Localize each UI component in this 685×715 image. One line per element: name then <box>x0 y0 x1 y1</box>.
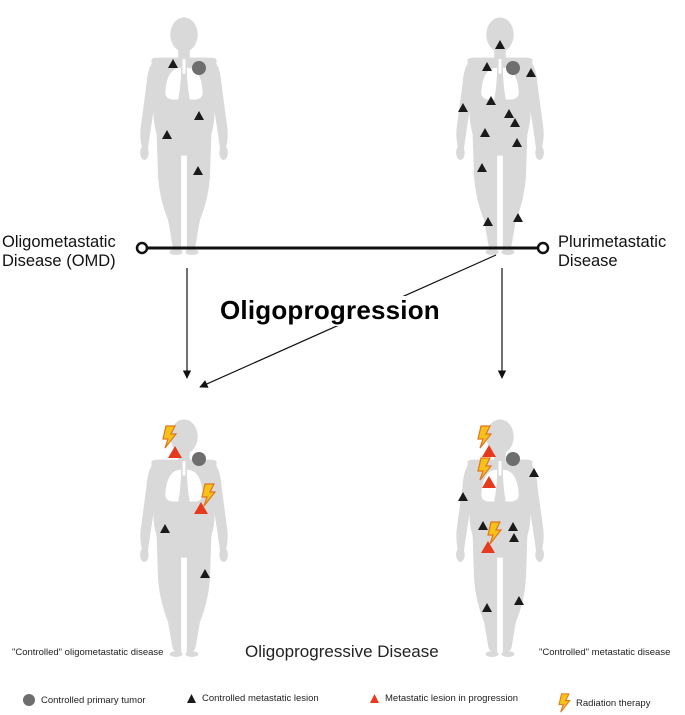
label-oligoprogressive: Oligoprogressive Disease <box>245 642 439 661</box>
controlled-lesion-icon <box>514 596 524 605</box>
controlled-lesion-icon <box>477 163 487 172</box>
controlled-lesion-icon <box>480 128 490 137</box>
controlled-lesion-icon <box>504 109 514 118</box>
primary-tumor-icon <box>506 452 520 466</box>
legend-radiation-label: Radiation therapy <box>576 697 651 709</box>
legend-primary-tumor: Controlled primary tumor <box>22 693 146 707</box>
spectrum-start-marker <box>135 241 149 255</box>
controlled-lesion-icon <box>160 524 170 533</box>
controlled-lesion-icon <box>509 533 519 542</box>
progression-metastatic <box>477 425 502 553</box>
primary-tumor-icon <box>506 61 520 75</box>
legend-progressing-lesion-label: Metastatic lesion in progression <box>385 693 519 704</box>
label-omd: Oligometastatic Disease (OMD) <box>2 233 116 270</box>
figure-controlled-metastatic <box>456 419 544 657</box>
spectrum-end-marker <box>536 241 550 255</box>
controlled-lesion-icon <box>510 118 520 127</box>
lesions-controlled-omd <box>160 524 210 578</box>
figure-plurimetastatic <box>456 17 544 255</box>
progressing-lesion-icon <box>482 445 496 457</box>
progressing-lesion-icon <box>482 476 496 488</box>
controlled-lesion-icon <box>168 59 178 68</box>
progressing-lesion-icon <box>370 694 379 703</box>
legend-controlled-lesion-label: Controlled metastatic lesion <box>202 693 319 704</box>
controlled-lesion-icon <box>194 111 204 120</box>
legend-controlled-lesion: Controlled metastatic lesion <box>186 693 319 704</box>
primary-tumor-icon <box>23 694 35 706</box>
label-plurimetastatic: Plurimetastatic Disease <box>558 233 667 270</box>
controlled-lesion-icon <box>512 138 522 147</box>
label-controlled-metastatic: "Controlled" metastatic disease <box>539 647 671 658</box>
lesions-controlled-metastatic <box>458 468 539 612</box>
controlled-lesion-icon <box>482 603 492 612</box>
primary-tumor-icon <box>192 61 206 75</box>
figure-omd <box>140 17 228 255</box>
progression-omd <box>162 425 216 514</box>
controlled-lesion-icon <box>529 468 539 477</box>
controlled-lesion-icon <box>483 217 493 226</box>
primary-tumor-icon <box>192 452 206 466</box>
legend-radiation: Radiation therapy <box>557 693 650 713</box>
controlled-lesion-icon <box>508 522 518 531</box>
controlled-lesion-icon <box>162 130 172 139</box>
controlled-lesion-icon <box>495 40 505 49</box>
lesions-plurimetastatic <box>458 40 536 226</box>
controlled-lesion-icon <box>193 166 203 175</box>
controlled-lesion-icon <box>478 521 488 530</box>
controlled-lesion-icon <box>458 103 468 112</box>
controlled-lesion-icon <box>200 569 210 578</box>
legend-progressing-lesion: Metastatic lesion in progression <box>369 693 518 704</box>
controlled-lesion-icon <box>513 213 523 222</box>
radiation-bolt-icon <box>558 693 571 713</box>
lesions-omd <box>162 59 204 175</box>
controlled-lesion-icon <box>482 62 492 71</box>
label-controlled-omd: "Controlled" oligometastatic disease <box>12 647 164 658</box>
progressing-lesion-icon <box>481 541 495 553</box>
controlled-lesion-icon <box>187 694 196 703</box>
label-oligoprogression: Oligoprogression <box>220 295 480 326</box>
progressing-lesion-icon <box>194 502 208 514</box>
figure-controlled-omd <box>140 419 228 657</box>
controlled-lesion-icon <box>458 492 468 501</box>
progressing-lesion-icon <box>168 446 182 458</box>
legend-primary-tumor-label: Controlled primary tumor <box>41 694 146 706</box>
controlled-lesion-icon <box>486 96 496 105</box>
controlled-lesion-icon <box>526 68 536 77</box>
